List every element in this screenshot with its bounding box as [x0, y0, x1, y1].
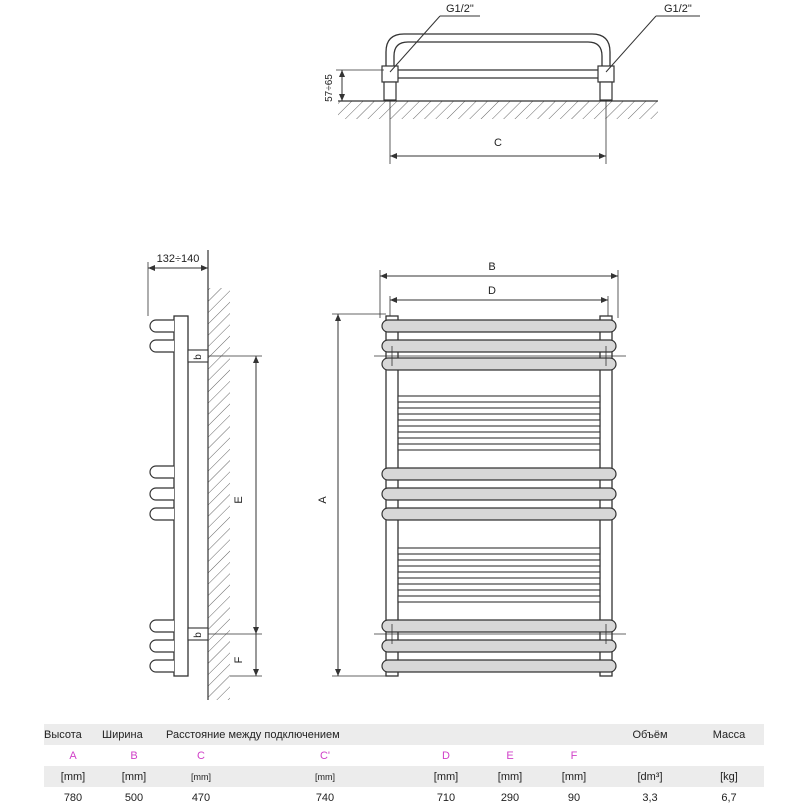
right-pipe-stub: [599, 81, 613, 101]
front-round-tubes: [381, 319, 617, 673]
value-cell: 470: [166, 787, 236, 808]
dim-f-label: F: [233, 656, 245, 663]
svg-text:b: b: [193, 354, 204, 360]
table-header-row: Высота Ширина Расстояние между подключен…: [44, 724, 764, 745]
svg-text:b: b: [193, 632, 204, 638]
header-height: Высота: [44, 724, 102, 745]
dim-b-label: B: [488, 261, 495, 273]
letter-cell: C': [236, 745, 414, 766]
left-pipe-stub: [383, 81, 397, 101]
spec-table: Высота Ширина Расстояние между подключен…: [44, 724, 764, 808]
unit-cell: [dm³]: [606, 766, 694, 787]
unit-cell: [mm]: [166, 766, 236, 787]
header-width: Ширина: [102, 724, 166, 745]
side-wall-hatch: [208, 288, 230, 700]
top-wall-hatch: [338, 101, 658, 119]
front-view: B D A: [317, 261, 626, 677]
right-connection-leader: [605, 15, 657, 73]
table-units-row: [mm] [mm] [mm] [mm] [mm] [mm] [mm] [dm³]…: [44, 766, 764, 787]
dim-a-label: A: [317, 496, 329, 504]
letter-cell: B: [102, 745, 166, 766]
dim-c-label: C: [494, 137, 502, 149]
letter-cell: F: [542, 745, 606, 766]
header-mass: Масса: [694, 724, 764, 745]
value-cell: 290: [478, 787, 542, 808]
table-letter-row: A B C C' D E F: [44, 745, 764, 766]
value-cell: 780: [44, 787, 102, 808]
dim-d-label: D: [488, 285, 496, 297]
unit-cell: [mm]: [236, 766, 414, 787]
value-cell: 90: [542, 787, 606, 808]
right-connection-label: G1/2": [664, 3, 692, 15]
wall-offset-label: 132÷140: [157, 253, 200, 265]
side-tube-ends: [149, 319, 174, 673]
left-connection-block: [381, 65, 399, 83]
side-view: 132÷140 b b E F: [147, 250, 262, 700]
dim-e-label: E: [233, 496, 245, 503]
unit-cell: [kg]: [694, 766, 764, 787]
unit-cell: [mm]: [102, 766, 166, 787]
top-rail-inner: [393, 41, 603, 70]
table-values-row: 780 500 470 740 710 290 90 3,3 6,7: [44, 787, 764, 808]
left-connection-leader: [389, 15, 441, 73]
technical-drawing: G1/2" G1/2" 57÷65 C 132÷140: [147, 3, 700, 700]
top-rail-outer: [385, 33, 611, 70]
value-cell: 3,3: [606, 787, 694, 808]
unit-cell: [mm]: [414, 766, 478, 787]
wall-distance-label: 57÷65: [324, 74, 335, 102]
unit-cell: [mm]: [542, 766, 606, 787]
value-cell: 500: [102, 787, 166, 808]
letter-cell: A: [44, 745, 102, 766]
top-view: G1/2" G1/2" 57÷65 C: [324, 3, 700, 164]
value-cell: 710: [414, 787, 478, 808]
side-vertical-rail: [173, 315, 189, 677]
right-connection-block: [597, 65, 615, 83]
value-cell: 6,7: [694, 787, 764, 808]
letter-cell: D: [414, 745, 478, 766]
value-cell: 740: [236, 787, 414, 808]
letter-cell: C: [166, 745, 236, 766]
letter-cell: E: [478, 745, 542, 766]
unit-cell: [mm]: [478, 766, 542, 787]
unit-cell: [mm]: [44, 766, 102, 787]
front-flat-slats: [397, 395, 601, 603]
header-connection-distance: Расстояние между подключением: [166, 724, 606, 745]
left-connection-label: G1/2": [446, 3, 474, 15]
header-volume: Объём: [606, 724, 694, 745]
